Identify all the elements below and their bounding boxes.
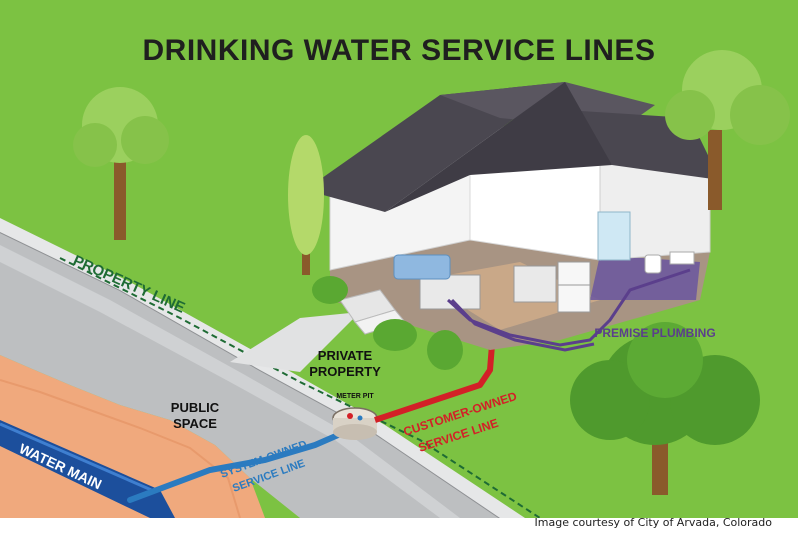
system-owned-service-line <box>127 429 348 503</box>
private-property-label-line1: PRIVATE <box>318 348 373 363</box>
image-credit: Image courtesy of City of Arvada, Colora… <box>534 516 772 529</box>
public-space-label-line1: PUBLIC <box>171 400 220 415</box>
tree-icon <box>665 50 790 210</box>
meter-pit-label: METER PIT <box>336 393 374 400</box>
road-surface <box>0 232 500 518</box>
toilet-icon <box>644 254 662 274</box>
house-icon <box>305 82 720 350</box>
premise-plumbing-label: PREMISE PLUMBING <box>594 326 715 340</box>
meter-pit-icon <box>332 407 378 440</box>
public-space-label-line2: SPACE <box>173 416 217 431</box>
sidewalk <box>0 218 525 518</box>
private-property-label-line2: PROPERTY <box>309 364 381 379</box>
customer-owned-service-line <box>374 344 495 423</box>
tree-icon <box>288 135 324 275</box>
refrigerator-icon <box>557 261 591 313</box>
tree-icon <box>570 322 760 495</box>
premise-plumbing-lines <box>446 268 691 347</box>
tree-icon <box>73 87 169 240</box>
property-line <box>59 257 541 518</box>
sofa-icon <box>393 254 451 280</box>
page-title: DRINKING WATER SERVICE LINES <box>143 34 656 67</box>
